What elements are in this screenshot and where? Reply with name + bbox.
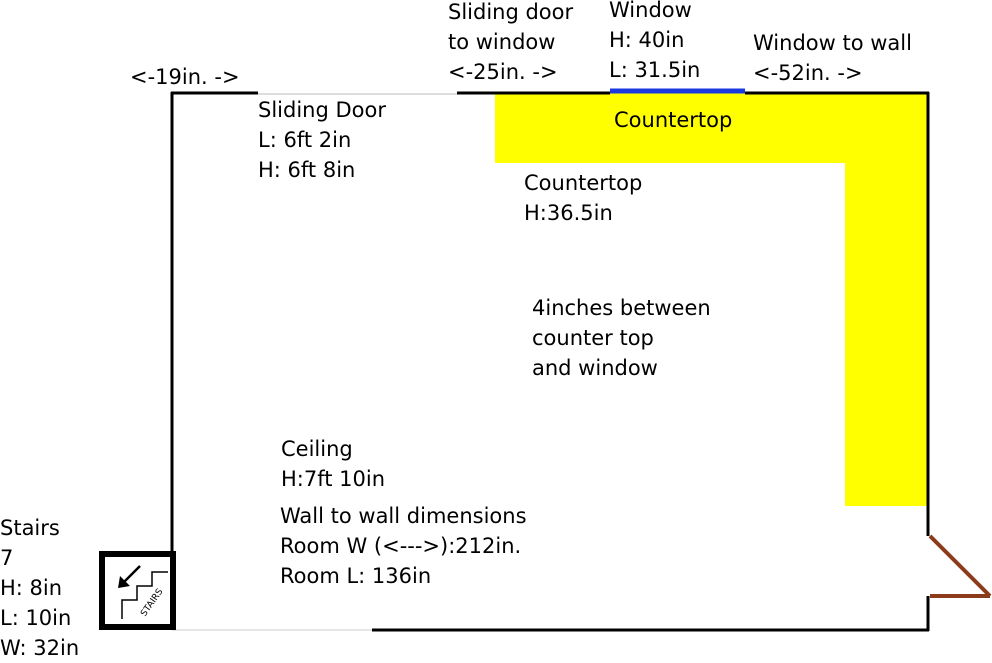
countertop-label: Countertop	[614, 108, 733, 132]
window-label: Window H: 40in L: 31.5in	[609, 0, 701, 82]
window-to-wall-label: Window to wall <-52in. ->	[753, 31, 912, 85]
left-dimension-label: <-19in. ->	[130, 65, 240, 89]
sliding-door-label: Sliding Door L: 6ft 2in H: 6ft 8in	[258, 98, 386, 182]
sliding-to-window-label: Sliding door to window <-25in. ->	[448, 0, 574, 84]
room-dimensions-label: Wall to wall dimensions Room W (<--->):2…	[280, 504, 527, 588]
countertop-side	[845, 93, 928, 506]
stairs-icon: STAIRS	[99, 551, 176, 630]
gap-note-label: 4inches between counter top and window	[532, 296, 711, 380]
exterior-door	[928, 534, 992, 598]
stairs-label: Stairs 7 H: 8in L: 10in W: 32in	[0, 516, 80, 660]
ceiling-label: Ceiling H:7ft 10in	[281, 437, 386, 491]
countertop-height-label: Countertop H:36.5in	[524, 171, 643, 225]
